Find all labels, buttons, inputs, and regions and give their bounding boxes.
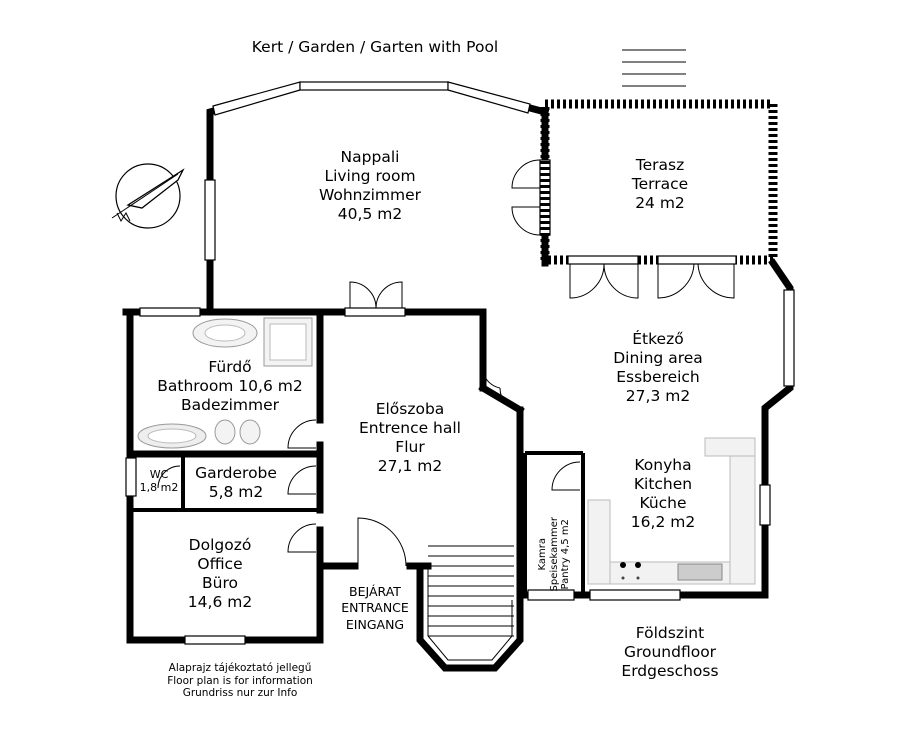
kitchen-area: 16,2 m2 xyxy=(630,512,696,531)
floor-label: Földszint Groundfloor Erdgeschoss xyxy=(600,624,740,681)
terrace-hu: Terasz xyxy=(635,156,685,174)
entrance-en: ENTRANCE xyxy=(341,600,409,616)
terrace-label: Terasz Terrace 24 m2 xyxy=(600,156,720,213)
pantry-label: Kamra Speisekammer Pantry 4,5 m2 xyxy=(537,504,572,604)
hall-de: Flur xyxy=(395,437,425,456)
office-en: Office xyxy=(197,554,243,573)
dining-area: 27,3 m2 xyxy=(625,386,691,405)
floor-en: Groundfloor xyxy=(623,642,717,661)
office-area: 14,6 m2 xyxy=(187,592,253,611)
dining-en: Dining area xyxy=(613,348,703,367)
dining-kitchen-windows xyxy=(527,289,795,601)
terrace-doors xyxy=(567,255,737,299)
hall-doors xyxy=(344,281,521,567)
dining-hu: Étkező xyxy=(632,330,684,348)
dining-de: Essbereich xyxy=(616,367,700,386)
bathroom-label: Fürdő Bathroom 10,6 m2 Badezimmer xyxy=(140,358,320,415)
living-room-en: Living room xyxy=(324,166,416,185)
office-walls xyxy=(126,523,324,645)
pantry-line2: Speisekammer xyxy=(548,517,560,592)
entrance-bay xyxy=(416,562,524,672)
terrace-en: Terrace xyxy=(631,174,689,193)
disclaimer-en: Floor plan is for information xyxy=(167,674,313,687)
disclaimer-de: Grundriss nur zur Info xyxy=(182,687,298,700)
floor-hu: Földszint xyxy=(635,624,705,642)
terrace-steps xyxy=(622,49,686,87)
garderobe-label: Garderobe 5,8 m2 xyxy=(186,464,286,502)
garderobe-name: Garderobe xyxy=(195,464,277,482)
pantry-line1: Kamra xyxy=(536,538,548,571)
disclaimer-hu: Alaprajz tájékoztató jellegű xyxy=(168,662,312,674)
living-room-area: 40,5 m2 xyxy=(337,204,403,223)
wc-label: WC 1,8 m2 xyxy=(134,468,184,495)
kitchen-counter xyxy=(587,437,756,585)
pantry-line3: Pantry 4,5 m2 xyxy=(559,519,571,590)
living-room-hu: Nappali xyxy=(340,148,400,166)
living-terrace-door xyxy=(511,159,541,236)
kitchen-de: Küche xyxy=(639,493,687,512)
bathroom-en: Bathroom 10,6 m2 xyxy=(157,376,303,395)
entrance-hu: BEJÁRAT xyxy=(349,584,401,599)
hall-en: Entrence hall xyxy=(358,418,461,437)
entrance-label: BEJÁRAT ENTRANCE EINGANG xyxy=(330,584,420,633)
office-hu: Dolgozó xyxy=(188,536,252,554)
hall-label: Előszoba Entrence hall Flur 27,1 m2 xyxy=(350,400,470,476)
wc-garderobe-walls xyxy=(125,456,320,512)
disclaimer: Alaprajz tájékoztató jellegű Floor plan … xyxy=(145,662,335,700)
entrance-de: EINGANG xyxy=(345,616,405,632)
bathroom-hu: Fürdő xyxy=(208,358,252,376)
living-room-label: Nappali Living room Wohnzimmer 40,5 m2 xyxy=(300,148,440,224)
garderobe-area: 5,8 m2 xyxy=(208,482,264,501)
kitchen-en: Kitchen xyxy=(633,474,693,493)
wc-name: WC xyxy=(149,468,169,481)
wc-area: 1,8 m2 xyxy=(139,481,179,495)
dining-label: Étkező Dining area Essbereich 27,3 m2 xyxy=(598,330,718,406)
pantry-walls xyxy=(523,451,585,597)
hall-hu: Előszoba xyxy=(375,400,445,418)
kitchen-hu: Konyha xyxy=(634,456,692,474)
hall-area: 27,1 m2 xyxy=(377,456,443,475)
kitchen-label: Konyha Kitchen Küche 16,2 m2 xyxy=(608,456,718,532)
staircase xyxy=(428,545,514,637)
bathroom-fixtures xyxy=(137,307,317,449)
bathroom-de: Badezimmer xyxy=(180,395,280,414)
compass-icon xyxy=(111,163,185,229)
garden-label: Kert / Garden / Garten with Pool xyxy=(251,38,499,56)
living-room-de: Wohnzimmer xyxy=(318,185,422,204)
terrace-area: 24 m2 xyxy=(635,193,685,212)
office-de: Büro xyxy=(202,573,238,592)
office-label: Dolgozó Office Büro 14,6 m2 xyxy=(165,536,275,612)
floor-de: Erdgeschoss xyxy=(621,661,719,680)
